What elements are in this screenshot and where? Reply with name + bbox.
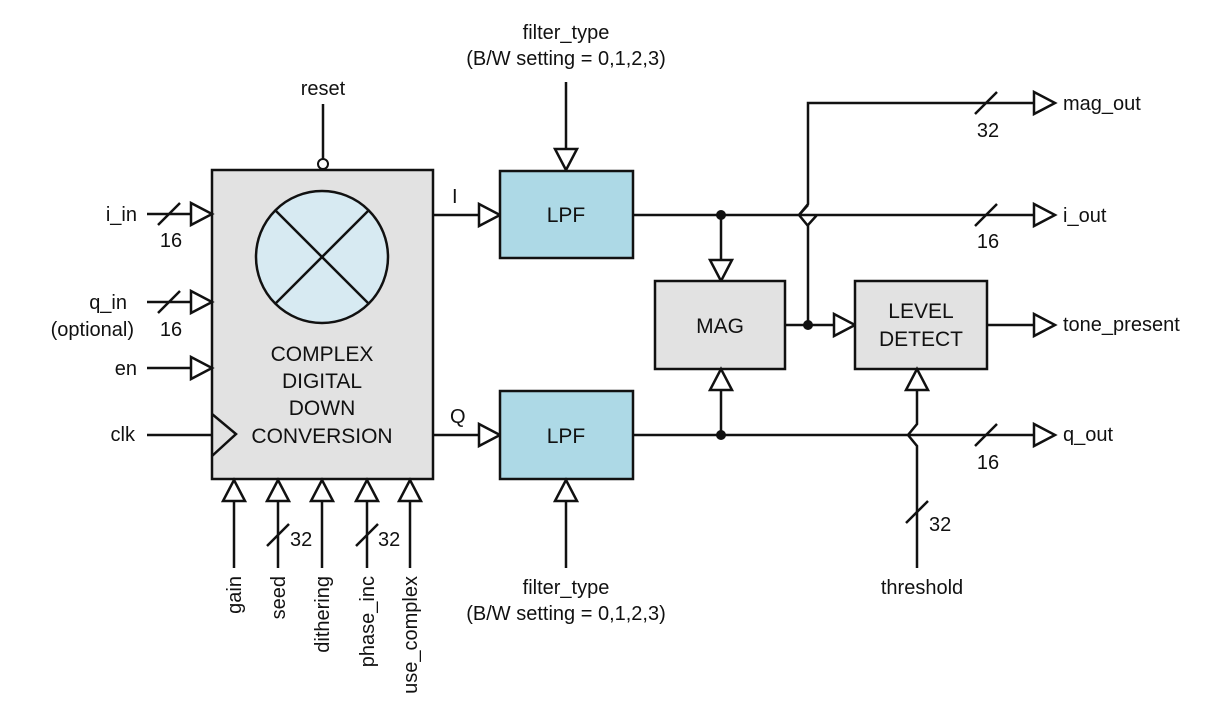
threshold-label: threshold [881, 577, 963, 599]
level-detect-box [853, 279, 989, 371]
input-dithering: dithering [308, 477, 336, 653]
phase-inc-width: 32 [378, 529, 400, 551]
dithering-label: dithering [312, 576, 334, 653]
use-complex-label: use_complex [400, 576, 422, 694]
ddc-label-line-4: CONVERSION [251, 425, 392, 448]
input-phase-inc: 32 phase_inc [353, 477, 400, 667]
i-signal-label: I [452, 186, 458, 208]
i-out-net: 16 i_out [633, 201, 1107, 284]
mag-out-label: mag_out [1063, 93, 1141, 115]
i-in-width: 16 [160, 230, 182, 252]
input-arrow-icon [189, 200, 215, 228]
filter-type-bottom: filter_type (B/W setting = 0,1,2,3) [466, 477, 666, 625]
bus-slash-icon [974, 91, 998, 115]
input-arrow-icon [189, 288, 215, 316]
input-en: en [115, 354, 215, 382]
en-label: en [115, 358, 137, 380]
ddc-label-line-3: DOWN [289, 397, 356, 420]
active-low-bubble-icon [317, 158, 329, 170]
level-detect-label-line-2: DETECT [879, 328, 963, 351]
lpf-i-box [498, 169, 635, 260]
bus-slash-icon [974, 203, 998, 227]
input-arrow-icon [552, 147, 580, 173]
lpf-i-block: LPF [498, 169, 635, 260]
input-arrow-icon [477, 421, 503, 449]
threshold-input: 32 threshold [881, 366, 963, 599]
input-arrow-icon [903, 366, 931, 392]
mag-out-net: 32 mag_out [785, 89, 1141, 339]
reset-label: reset [301, 78, 346, 100]
lpf-q-box [498, 389, 635, 481]
tone-present-output: tone_present [987, 311, 1180, 339]
bus-slash-icon [905, 500, 929, 524]
junction-dot [803, 320, 813, 330]
q-path: Q [433, 406, 503, 449]
q-in-optional-label: (optional) [51, 319, 134, 341]
mixer-multiply-icon [254, 189, 390, 325]
output-arrow-icon [1032, 89, 1058, 117]
input-arrow-icon [264, 477, 292, 503]
gain-label: gain [224, 576, 246, 614]
input-arrow-icon [477, 201, 503, 229]
filter-type-bottom-label: filter_type [523, 577, 610, 599]
input-clk: clk [111, 424, 212, 446]
output-arrow-icon [1032, 421, 1058, 449]
mag-block: MAG [653, 279, 787, 371]
input-arrow-icon [832, 311, 858, 339]
bus-slash-icon [157, 290, 181, 314]
filter-type-top: filter_type (B/W setting = 0,1,2,3) [466, 22, 666, 173]
input-q-in: q_in (optional) 16 [51, 288, 215, 341]
lpf-q-label: LPF [547, 425, 586, 448]
q-signal-label: Q [450, 406, 466, 428]
ddc-block: COMPLEX DIGITAL DOWN CONVERSION [210, 168, 435, 481]
i-out-width: 16 [977, 231, 999, 253]
input-arrow-icon [396, 477, 424, 503]
input-arrow-icon [220, 477, 248, 503]
bus-slash-icon [355, 523, 379, 547]
reset-input: reset [301, 78, 346, 170]
level-detect-block: LEVEL DETECT [853, 279, 989, 371]
q-out-net: 16 q_out [633, 366, 1113, 474]
phase-inc-label: phase_inc [357, 576, 379, 667]
input-use-complex: use_complex [396, 477, 424, 694]
i-in-label: i_in [106, 204, 137, 226]
input-gain: gain [220, 477, 248, 614]
i-out-label: i_out [1063, 205, 1107, 227]
input-i-in: i_in 16 [106, 200, 215, 252]
q-in-width: 16 [160, 319, 182, 341]
input-arrow-icon [707, 366, 735, 392]
ddc-label-line-2: DIGITAL [282, 370, 362, 393]
q-out-width: 16 [977, 452, 999, 474]
input-arrow-icon [189, 354, 215, 382]
ddc-label-line-1: COMPLEX [271, 343, 374, 366]
q-in-label: q_in [89, 292, 127, 314]
clk-label: clk [111, 424, 136, 446]
output-arrow-icon [1032, 201, 1058, 229]
output-arrow-icon [1032, 311, 1058, 339]
input-arrow-icon [308, 477, 336, 503]
input-arrow-icon [353, 477, 381, 503]
bus-slash-icon [266, 523, 290, 547]
filter-type-top-setting: (B/W setting = 0,1,2,3) [466, 48, 666, 70]
level-detect-label-line-1: LEVEL [888, 300, 953, 323]
threshold-width: 32 [929, 514, 951, 536]
mag-out-width: 32 [977, 120, 999, 142]
bus-slash-icon [974, 423, 998, 447]
seed-width: 32 [290, 529, 312, 551]
filter-type-bottom-setting: (B/W setting = 0,1,2,3) [466, 603, 666, 625]
input-seed: 32 seed [264, 477, 312, 619]
input-arrow-icon [707, 258, 735, 284]
mag-label: MAG [696, 315, 744, 338]
filter-type-top-label: filter_type [523, 22, 610, 44]
tone-present-label: tone_present [1063, 314, 1180, 336]
input-arrow-icon [552, 477, 580, 503]
lpf-i-label: LPF [547, 204, 586, 227]
clock-edge-icon [211, 413, 238, 457]
bus-slash-icon [157, 202, 181, 226]
i-path: I [433, 186, 503, 229]
q-out-label: q_out [1063, 424, 1113, 446]
lpf-q-block: LPF [498, 389, 635, 481]
seed-label: seed [268, 576, 290, 619]
